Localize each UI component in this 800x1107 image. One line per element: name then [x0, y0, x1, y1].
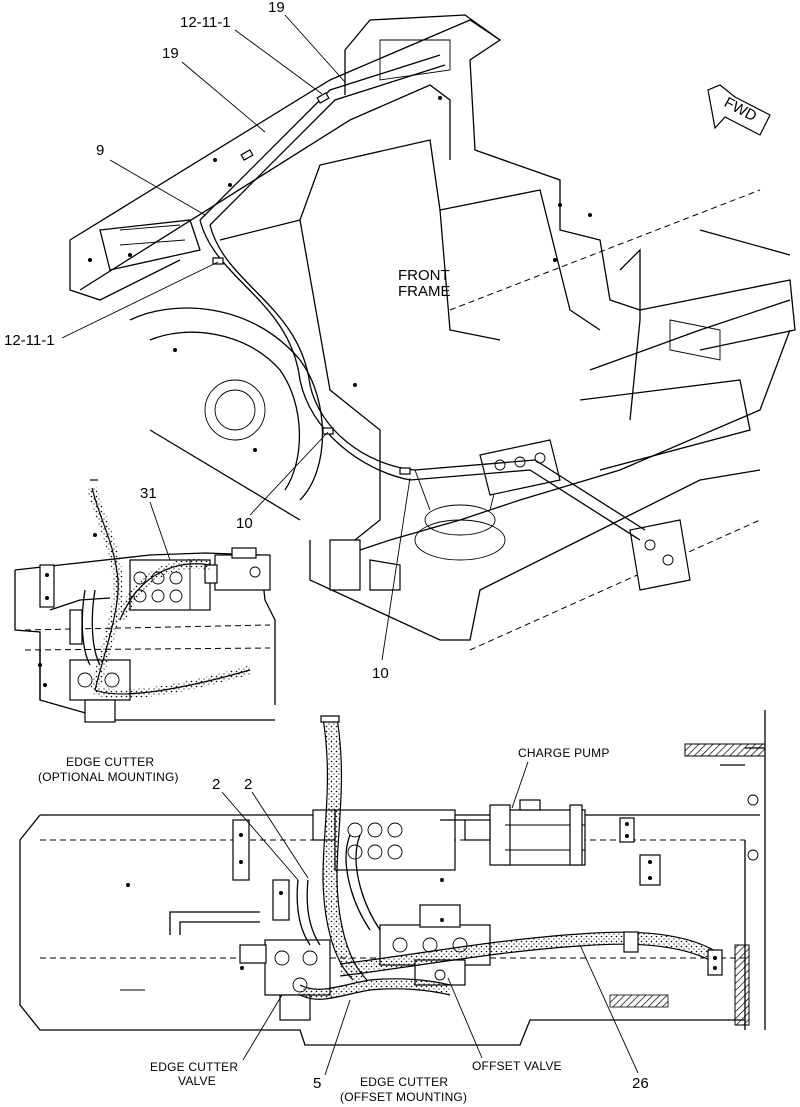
caption-edge-cutter-optional-1: EDGE CUTTER [66, 755, 154, 769]
top-callouts: 12-11-1 19 19 9 12-11-1 FRONT FRAME 10 1… [4, 0, 451, 682]
front-frame-label-1: FRONT [398, 267, 450, 284]
callout-19-top: 19 [268, 0, 285, 16]
edge-cutter-offset-label-2: (OFFSET MOUNTING) [340, 1090, 467, 1104]
callout-19-left: 19 [162, 45, 179, 62]
front-frame-label-2: FRAME [398, 283, 451, 300]
edge-cutter-valve-label-2: VALVE [178, 1074, 216, 1088]
frame-valve-block-center [479, 439, 561, 496]
callout-10-b: 10 [372, 665, 389, 682]
frame-valve-block-right [629, 519, 691, 591]
charge-pump [464, 799, 661, 886]
edge-cutter-valve-label-1: EDGE CUTTER [150, 1060, 238, 1074]
edge-cutter-valve [239, 939, 331, 1021]
callout-12-11-1-left: 12-11-1 [4, 332, 55, 349]
offset-valve-label: OFFSET VALVE [472, 1059, 562, 1073]
callout-31: 31 [140, 485, 157, 502]
callout-2-a: 2 [212, 776, 220, 793]
caption-edge-cutter-optional-2: (OPTIONAL MOUNTING) [38, 770, 179, 784]
edge-cutter-offset-label-1: EDGE CUTTER [360, 1075, 448, 1089]
callout-10-a: 10 [236, 515, 253, 532]
callout-9: 9 [96, 142, 104, 159]
inset-charge-pump [204, 547, 271, 591]
callout-2-b: 2 [244, 776, 252, 793]
fwd-arrow: FWD [707, 84, 771, 136]
callout-5: 5 [313, 1075, 321, 1092]
frame-cylinder [329, 539, 401, 591]
callout-26: 26 [632, 1075, 649, 1092]
callout-12-11-1-top: 12-11-1 [180, 14, 231, 31]
inset-optional-mounting: 31 [14, 479, 276, 723]
frame-holes [88, 96, 592, 452]
bottom-offset-mounting [19, 710, 766, 1046]
charge-pump-label: CHARGE PUMP [518, 746, 610, 760]
front-frame-drawing [69, 14, 796, 651]
bottom-callouts: CHARGE PUMP 2 2 EDGE CUTTER VALVE 5 EDGE… [150, 746, 649, 1104]
